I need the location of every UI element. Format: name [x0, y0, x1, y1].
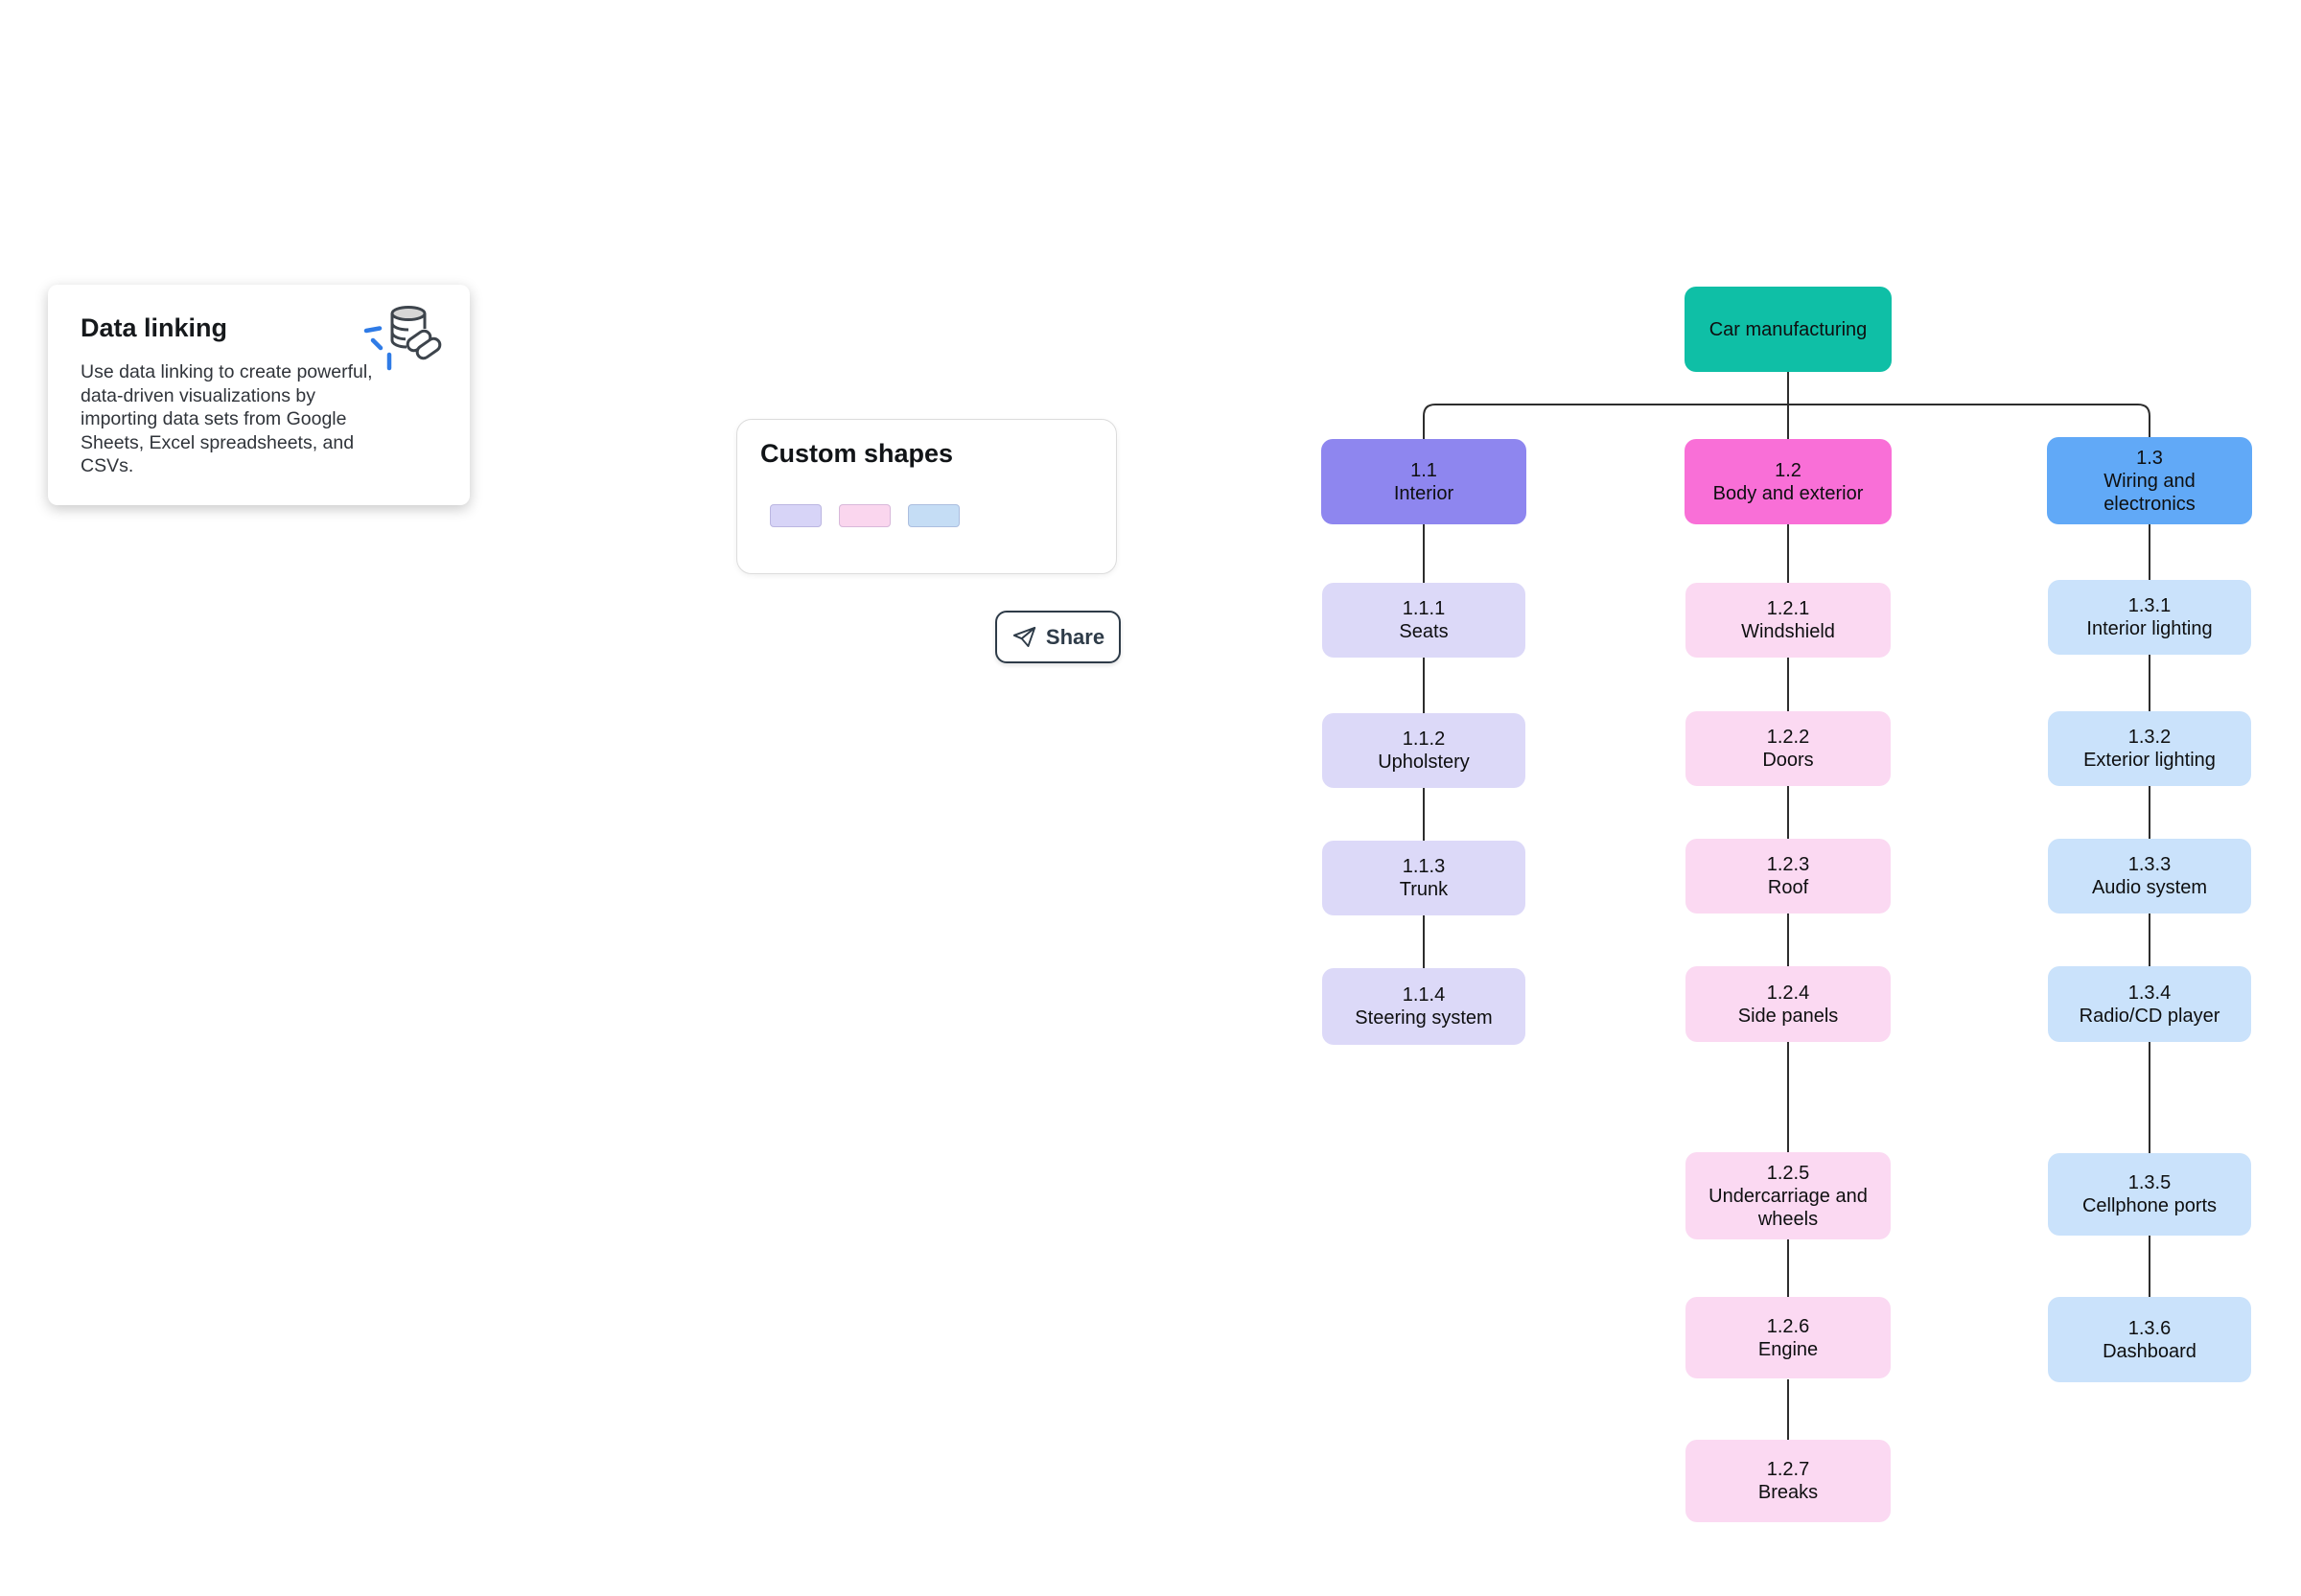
node-1-2-2[interactable]: 1.2.2 Doors	[1685, 711, 1891, 786]
node-label: Windshield	[1741, 621, 1835, 642]
node-num: 1.3	[2136, 447, 2163, 469]
data-linking-body: Use data linking to create powerful, dat…	[81, 361, 373, 476]
node-1-3-3[interactable]: 1.3.3 Audio system	[2048, 839, 2251, 914]
node-num: 1.2	[1775, 459, 1801, 481]
node-num: 1.3.2	[2127, 727, 2172, 748]
node-1-2[interactable]: 1.2 Body and exterior	[1685, 439, 1892, 524]
node-num: 1.3.5	[2127, 1172, 2172, 1193]
node-label: Side panels	[1737, 1005, 1839, 1027]
database-link-icon	[363, 306, 442, 371]
node-num: 1.2.4	[1766, 982, 1810, 1004]
blue-shape-swatch[interactable]	[908, 504, 960, 527]
node-num: 1.2.7	[1766, 1459, 1810, 1480]
node-label: Trunk	[1399, 879, 1449, 900]
node-1-1-1[interactable]: 1.1.1 Seats	[1322, 583, 1525, 658]
node-label: Body and exterior	[1712, 482, 1864, 504]
node-num: 1.2.1	[1766, 598, 1810, 619]
node-num: 1.1.3	[1402, 856, 1446, 877]
node-1-2-7[interactable]: 1.2.7 Breaks	[1685, 1440, 1891, 1522]
node-label: Wiring and electronics	[2103, 470, 2196, 515]
node-num: 1.1.4	[1402, 984, 1446, 1006]
node-label: Roof	[1767, 877, 1809, 898]
lavender-shape-swatch[interactable]	[770, 504, 822, 527]
node-label: Interior lighting	[2086, 618, 2213, 639]
node-label: Audio system	[2091, 877, 2208, 898]
node-1-2-1[interactable]: 1.2.1 Windshield	[1685, 583, 1891, 658]
node-num: 1.1	[1410, 459, 1437, 481]
node-num: 1.2.3	[1766, 854, 1810, 875]
node-label: Exterior lighting	[2083, 750, 2216, 771]
node-num: 1.3.3	[2127, 854, 2172, 875]
node-label: Seats	[1399, 621, 1449, 642]
node-1-3-2[interactable]: 1.3.2 Exterior lighting	[2048, 711, 2251, 786]
node-1-3-1[interactable]: 1.3.1 Interior lighting	[2048, 580, 2251, 655]
node-1-1-3[interactable]: 1.1.3 Trunk	[1322, 841, 1525, 915]
node-label: Breaks	[1757, 1482, 1819, 1503]
node-1-1-4[interactable]: 1.1.4 Steering system	[1322, 968, 1525, 1045]
node-num: 1.1.1	[1402, 598, 1446, 619]
node-label: Interior	[1393, 482, 1454, 504]
node-label: Dashboard	[2103, 1340, 2196, 1362]
node-1-1-2[interactable]: 1.1.2 Upholstery	[1322, 713, 1525, 788]
node-label: Cellphone ports	[2081, 1195, 2218, 1216]
node-root-label: Car manufacturing	[1708, 318, 1868, 340]
node-num: 1.3.4	[2127, 982, 2172, 1004]
node-num: 1.1.2	[1402, 729, 1446, 750]
node-label: Radio/CD player	[2079, 1005, 2220, 1027]
node-1-2-5[interactable]: 1.2.5 Undercarriage and wheels	[1685, 1152, 1891, 1239]
custom-shapes-title: Custom shapes	[760, 439, 954, 468]
node-1-1[interactable]: 1.1 Interior	[1321, 439, 1526, 524]
node-num: 1.2.5	[1766, 1162, 1810, 1184]
node-root[interactable]: Car manufacturing	[1685, 287, 1892, 372]
data-linking-card: Data linking Use data linking to create …	[48, 285, 470, 505]
node-label: Steering system	[1355, 1007, 1493, 1029]
connector-root-left	[1423, 404, 1788, 439]
node-1-3-4[interactable]: 1.3.4 Radio/CD player	[2048, 966, 2251, 1042]
node-label: Undercarriage and wheels	[1708, 1185, 1868, 1230]
pink-shape-swatch[interactable]	[839, 504, 891, 527]
node-label: Upholstery	[1378, 752, 1470, 773]
node-num: 1.3.6	[2127, 1317, 2172, 1339]
node-label: Engine	[1757, 1338, 1819, 1360]
connector-root-right	[1788, 404, 2150, 439]
node-1-3-6[interactable]: 1.3.6 Dashboard	[2048, 1297, 2251, 1382]
node-1-2-6[interactable]: 1.2.6 Engine	[1685, 1297, 1891, 1378]
node-1-2-4[interactable]: 1.2.4 Side panels	[1685, 966, 1891, 1042]
share-button[interactable]: Share	[995, 611, 1121, 663]
node-1-3[interactable]: 1.3 Wiring and electronics	[2047, 437, 2252, 524]
node-1-3-5[interactable]: 1.3.5 Cellphone ports	[2048, 1153, 2251, 1236]
node-num: 1.3.1	[2127, 595, 2172, 616]
node-num: 1.2.6	[1766, 1315, 1810, 1337]
data-linking-title: Data linking	[81, 313, 228, 342]
node-label: Doors	[1762, 750, 1814, 771]
share-button-label: Share	[1045, 624, 1105, 649]
node-1-2-3[interactable]: 1.2.3 Roof	[1685, 839, 1891, 914]
paper-plane-icon	[1012, 626, 1036, 648]
custom-shapes-row	[770, 504, 960, 527]
node-num: 1.2.2	[1766, 727, 1810, 748]
custom-shapes-panel: Custom shapes	[736, 419, 1117, 574]
